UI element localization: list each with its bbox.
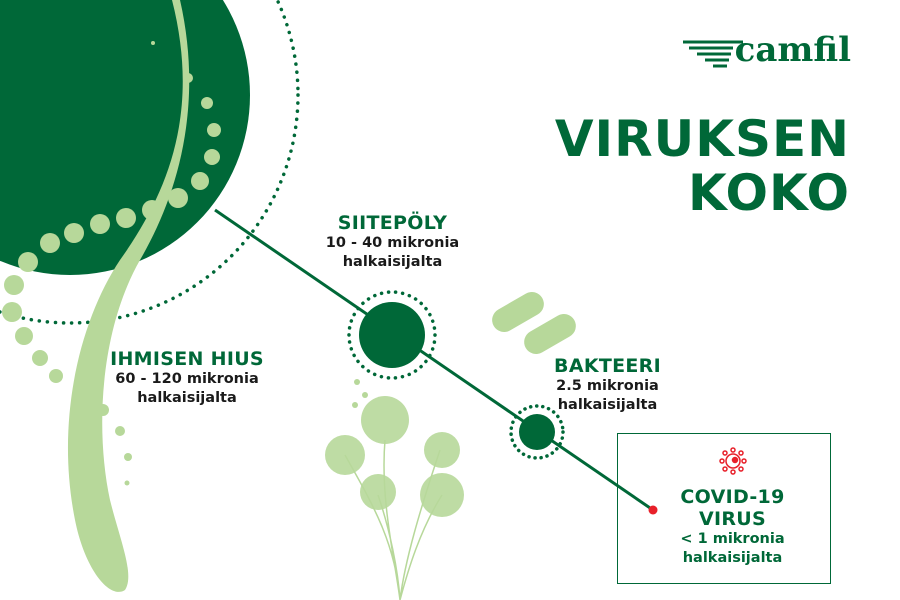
camfil-logo: camfil — [683, 30, 851, 76]
bacteria-circle — [519, 414, 555, 450]
pollen-name: SIITEPÖLY — [337, 212, 448, 234]
virus-name-2: VIRUS — [698, 508, 767, 530]
virus-size: < 1 mikronia — [680, 531, 785, 547]
size-scale-line — [214, 208, 654, 512]
bacteria-name: BAKTEERI — [554, 355, 661, 377]
pollen-unit: halkaisijalta — [342, 254, 443, 270]
pollen-circle — [359, 302, 425, 368]
title-line-2: KOKO — [687, 164, 850, 222]
pollen-label: SIITEPÖLY 10 - 40 mikronia halkaisijalta — [305, 212, 480, 272]
bacteria-dotted-ring — [509, 404, 565, 460]
hair-dots — [2, 41, 221, 486]
hair-size: 60 - 120 mikronia — [115, 371, 259, 387]
virus-name-1: COVID-19 — [680, 486, 785, 508]
bacteria-size: 2.5 mikronia — [556, 378, 659, 394]
hair-strand — [67, 0, 190, 592]
covid-virus-box — [617, 433, 831, 584]
title-line-1: VIRUKSEN — [554, 110, 850, 168]
page-title: VIRUKSEN KOKO — [520, 112, 850, 220]
hair-unit: halkaisijalta — [137, 390, 237, 406]
virus-unit: halkaisijalta — [682, 550, 783, 566]
bacteria-unit: halkaisijalta — [557, 397, 658, 413]
logo-text: camfil — [734, 30, 851, 70]
hair-cross-section-circle — [0, 0, 250, 275]
hair-dotted-ring — [0, 0, 300, 325]
hair-label: IHMISEN HIUS 60 - 120 mikronia halkaisij… — [92, 348, 282, 408]
hair-name: IHMISEN HIUS — [110, 348, 264, 370]
virus-dot — [648, 505, 658, 515]
pollen-flowers-illustration — [325, 379, 464, 600]
pollen-size: 10 - 40 mikronia — [325, 235, 460, 251]
virus-label: COVID-19 VIRUS < 1 mikronia halkaisijalt… — [670, 486, 795, 568]
pollen-dotted-ring — [347, 290, 437, 380]
virus-icon — [719, 447, 747, 475]
bacteria-illustration — [492, 292, 576, 354]
bacteria-label: BAKTEERI 2.5 mikronia halkaisijalta — [540, 355, 675, 415]
logo-wings-icon — [683, 40, 743, 68]
